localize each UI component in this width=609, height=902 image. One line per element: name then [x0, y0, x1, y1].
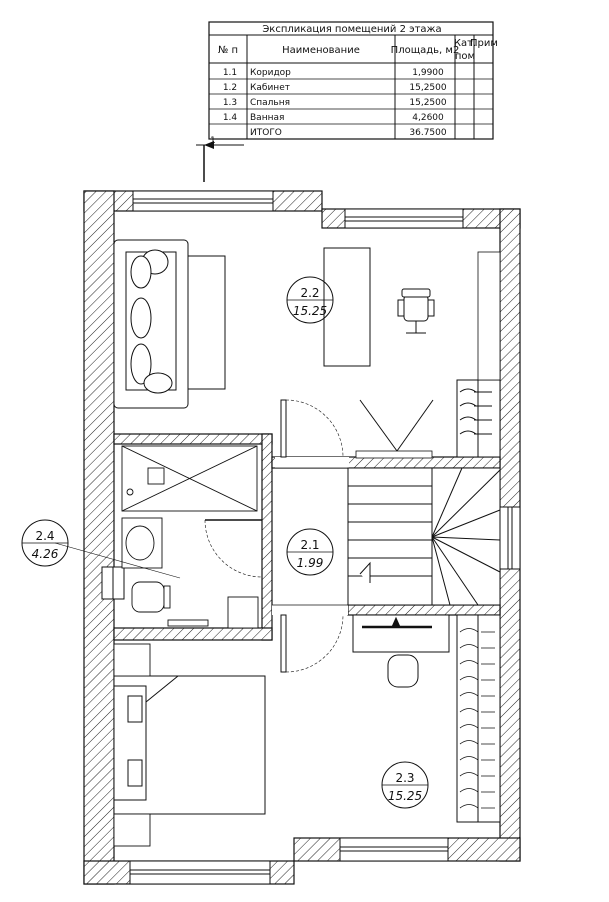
wardrobe-cabinet [456, 379, 501, 458]
wardrobe-bedroom [456, 614, 501, 823]
door-bathroom [204, 519, 263, 578]
shelf [477, 251, 501, 381]
row-num: 1.3 [223, 98, 237, 108]
room-number: 2.3 [395, 771, 414, 785]
sink [121, 517, 163, 569]
leader-2-4 [54, 542, 181, 579]
row-name: Кабинет [250, 83, 290, 93]
total-label: ИТОГО [250, 128, 282, 138]
stair-landing-top [355, 450, 433, 459]
row-area: 1,9900 [412, 68, 444, 78]
explication-table: Экспликация помещений 2 этажа № п Наимен… [208, 21, 498, 140]
row-area: 15,2500 [409, 83, 446, 93]
row-area: 4,2600 [412, 113, 444, 123]
window-top-right [344, 208, 464, 229]
total-area: 36.7500 [409, 128, 446, 138]
section-number: 1 [210, 136, 216, 146]
toilet-bathroom [131, 581, 171, 613]
col-header-cat-line2: пом [455, 51, 475, 62]
wardrobe-hangers [459, 628, 495, 809]
radiator [167, 619, 209, 627]
room-label-2-2: 2.2 15.25 [286, 276, 334, 324]
room-number: 2.2 [300, 286, 319, 300]
door-cabinet [280, 399, 344, 458]
staircase [347, 399, 501, 606]
room-area: 15.25 [388, 789, 422, 803]
row-name: Спальня [250, 98, 290, 108]
col-header-note: Прим [470, 38, 498, 49]
row-num: 1.4 [223, 113, 238, 123]
interior-walls [113, 433, 501, 641]
doors [204, 399, 344, 673]
row-name: Коридор [250, 68, 291, 78]
section-marker: 1 [196, 136, 244, 182]
nightstand-top [113, 643, 151, 677]
room-label-2-1: 2.1 1.99 [286, 528, 334, 576]
shower [121, 445, 258, 512]
window-top-left [132, 190, 274, 212]
window-bottom-left [129, 860, 271, 885]
room-area: 1.99 [297, 556, 324, 570]
bed [113, 675, 266, 815]
vanity-desk [352, 614, 450, 688]
office-chair [397, 288, 435, 334]
col-header-cat-line1: Кат. [454, 38, 476, 49]
window-right [499, 506, 521, 570]
room-label-2-3: 2.3 15.25 [381, 761, 429, 809]
windows [101, 190, 521, 885]
desk [323, 247, 371, 367]
row-num: 1.1 [223, 68, 237, 78]
door-gap-bedroom [272, 605, 348, 615]
nightstand-bottom [113, 813, 151, 847]
room-number: 2.1 [300, 538, 319, 552]
washing-machine [227, 596, 259, 629]
col-header-num: № п [218, 45, 238, 56]
door-bedroom [280, 614, 344, 673]
row-num: 1.2 [223, 83, 237, 93]
room-number: 2.4 [35, 529, 54, 543]
table-title: Экспликация помещений 2 этажа [262, 24, 441, 35]
room-area: 4.26 [32, 547, 59, 561]
window-left-small [101, 566, 125, 600]
room-area: 15.25 [293, 304, 327, 318]
col-header-name: Наименование [282, 45, 360, 56]
row-name: Ванная [250, 113, 284, 123]
window-bottom-right [339, 837, 449, 862]
col-header-area: Площадь, м2 [391, 45, 460, 56]
row-area: 15,2500 [409, 98, 446, 108]
sofa-bed [113, 239, 226, 409]
bathroom-fixtures [121, 445, 259, 629]
door-gap-cabinet [275, 457, 349, 468]
room-label-2-4: 2.4 4.26 [21, 519, 69, 567]
